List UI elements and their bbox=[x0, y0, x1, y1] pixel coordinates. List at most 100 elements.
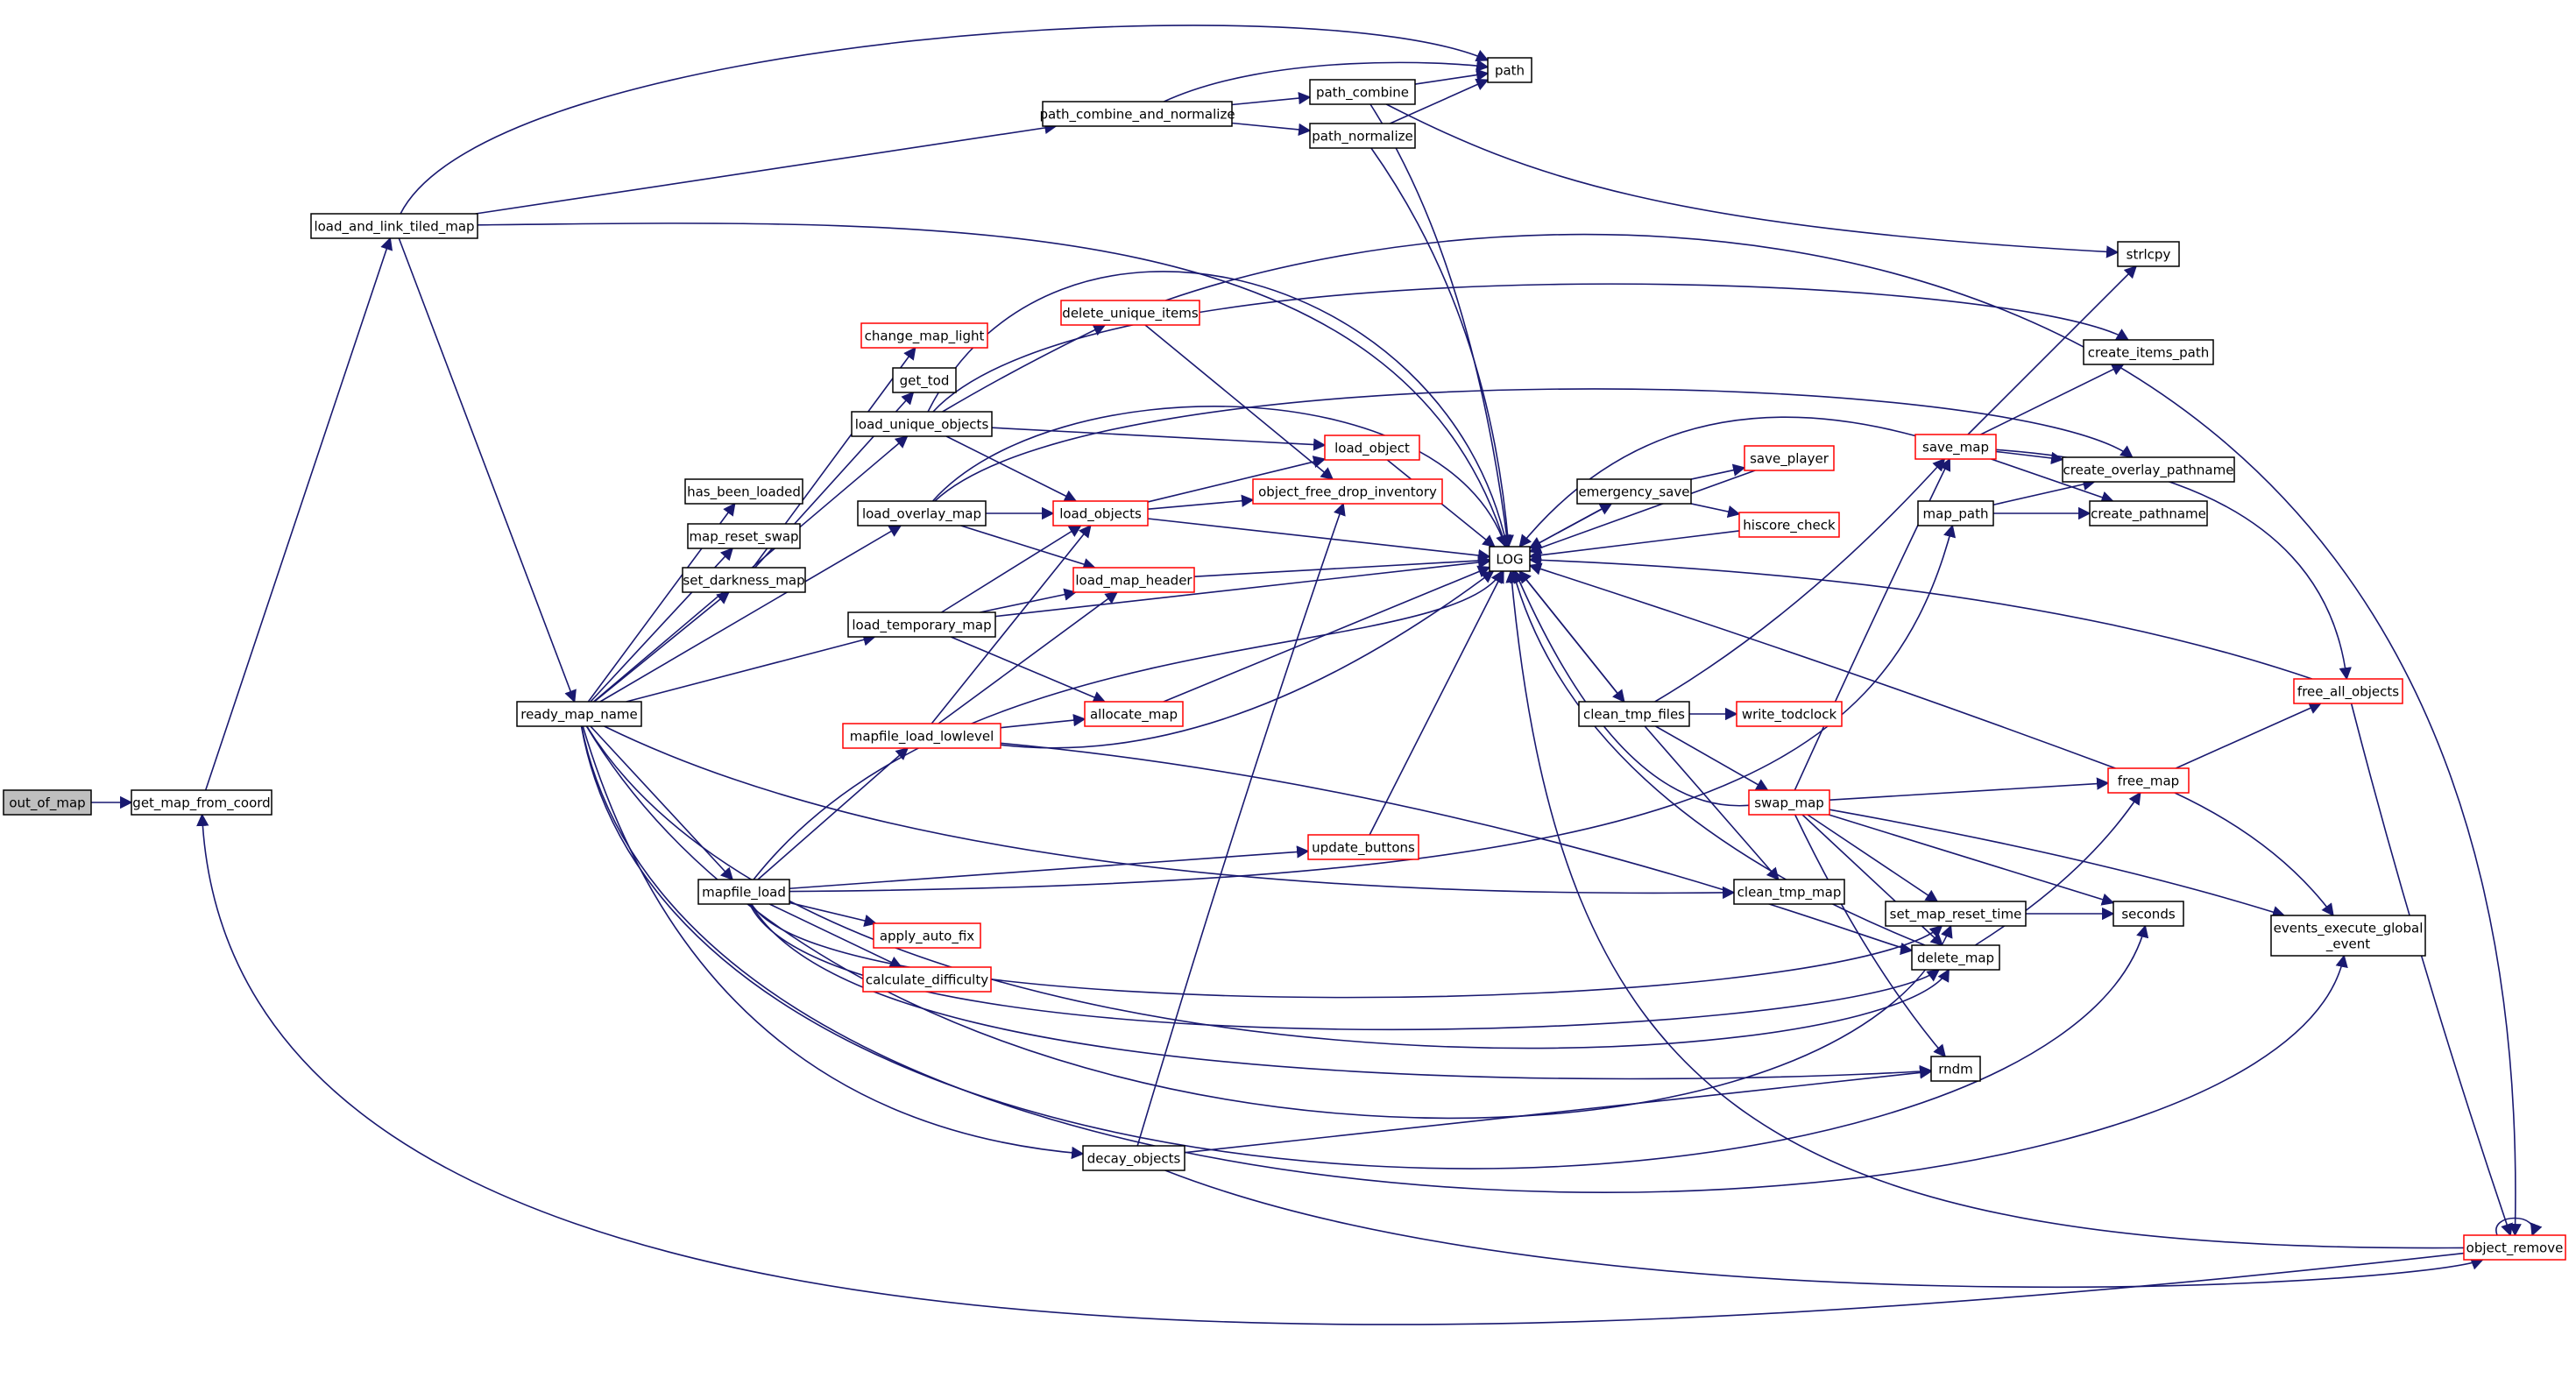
node-object_free_drop_inventory[interactable]: object_free_drop_inventory bbox=[1252, 478, 1443, 505]
node-get_tod[interactable]: get_tod bbox=[892, 367, 957, 393]
node-calculate_difficulty[interactable]: calculate_difficulty bbox=[862, 966, 992, 993]
node-label: map_reset_swap bbox=[689, 529, 798, 546]
edge-mapfile_load_lowlevel-to-allocate_map bbox=[1000, 713, 1086, 729]
edge-emergency_save-to-save_player bbox=[1690, 463, 1746, 480]
node-box bbox=[131, 789, 272, 816]
node-box bbox=[2463, 1234, 2566, 1261]
edge-free_map-to-free_all_objects bbox=[2175, 702, 2323, 769]
edge-free_map-to-LOG bbox=[1528, 562, 2116, 769]
node-create_pathname[interactable]: create_pathname bbox=[2089, 500, 2208, 526]
node-label: set_map_reset_time bbox=[1890, 907, 2022, 923]
node-box bbox=[2062, 456, 2235, 483]
node-map_path[interactable]: map_path bbox=[1917, 500, 1994, 526]
node-write_todclock[interactable]: write_todclock bbox=[1736, 701, 1843, 727]
node-load_map_header[interactable]: load_map_header bbox=[1072, 567, 1195, 593]
node-load_unique_objects[interactable]: load_unique_objects bbox=[851, 411, 993, 437]
node-apply_auto_fix[interactable]: apply_auto_fix bbox=[873, 922, 981, 949]
edge-swap_map-to-set_map_reset_time bbox=[1807, 814, 1939, 902]
node-set_map_reset_time[interactable]: set_map_reset_time bbox=[1885, 901, 2027, 927]
edge-object_remove-to-get_map_from_coord bbox=[196, 813, 2465, 1325]
edge-load_unique_objects-to-load_object bbox=[991, 427, 1327, 451]
edge-load_temporary_map-to-allocate_map bbox=[950, 636, 1107, 703]
node-load_overlay_map[interactable]: load_overlay_map bbox=[857, 500, 987, 526]
node-delete_map[interactable]: delete_map bbox=[1911, 944, 2000, 971]
edge-mapfile_load-to-rndm bbox=[750, 903, 1933, 1080]
edge-save_map-to-LOG bbox=[1518, 416, 1916, 548]
edge-load_temporary_map-to-load_objects bbox=[941, 525, 1082, 613]
node-load_temporary_map[interactable]: load_temporary_map bbox=[847, 611, 996, 638]
node-save_player[interactable]: save_player bbox=[1744, 445, 1835, 471]
node-load_objects[interactable]: load_objects bbox=[1052, 500, 1149, 526]
node-free_map[interactable]: free_map bbox=[2107, 767, 2190, 794]
node-clean_tmp_map[interactable]: clean_tmp_map bbox=[1733, 879, 1845, 905]
node-delete_unique_items[interactable]: delete_unique_items bbox=[1060, 300, 1200, 326]
node-path_normalize[interactable]: path_normalize bbox=[1309, 123, 1416, 149]
edge-load_unique_objects-to-create_items_path bbox=[932, 283, 2130, 413]
edge-load_overlay_map-to-load_map_header bbox=[960, 525, 1096, 570]
node-path_combine[interactable]: path_combine bbox=[1309, 79, 1416, 105]
node-allocate_map[interactable]: allocate_map bbox=[1084, 701, 1184, 727]
node-layer: out_of_map get_map_from_coord load_and_lin… bbox=[3, 57, 2566, 1261]
node-seconds[interactable]: seconds bbox=[2112, 901, 2184, 927]
node-label: path_combine_and_normalize bbox=[1039, 107, 1235, 124]
node-box bbox=[310, 213, 478, 239]
node-rndm[interactable]: rndm bbox=[1930, 1056, 1981, 1082]
node-events_execute_global_event[interactable]: events_execute_global_event bbox=[2270, 915, 2426, 957]
edge-load_objects-to-object_free_drop_inventory bbox=[1147, 494, 1255, 511]
node-load_and_link_tiled_map[interactable]: load_and_link_tiled_map bbox=[310, 213, 478, 239]
node-label: load_object bbox=[1334, 441, 1410, 457]
node-get_map_from_coord[interactable]: get_map_from_coord bbox=[131, 789, 272, 816]
edge-delete_unique_items-to-object_remove bbox=[1165, 233, 2522, 1237]
edge-path_combine-to-strlcpy bbox=[1385, 103, 2120, 258]
node-label: object_free_drop_inventory bbox=[1258, 484, 1437, 501]
node-out_of_map: out_of_map bbox=[3, 789, 92, 816]
node-create_items_path[interactable]: create_items_path bbox=[2083, 339, 2214, 365]
node-map_reset_swap[interactable]: map_reset_swap bbox=[687, 523, 801, 549]
node-label: load_unique_objects bbox=[855, 417, 989, 434]
edge-get_map_from_coord-to-load_and_link_tiled_map bbox=[204, 237, 393, 791]
node-change_map_light[interactable]: change_map_light bbox=[860, 322, 988, 349]
node-strlcpy[interactable]: strlcpy bbox=[2117, 241, 2180, 267]
node-path[interactable]: path bbox=[1487, 57, 1532, 83]
edge-ready_map_name-to-mapfile_load bbox=[590, 725, 734, 881]
node-box bbox=[687, 523, 801, 549]
edge-path_combine_and_normalize-to-path_normalize bbox=[1231, 122, 1312, 137]
node-label: create_overlay_pathname bbox=[2063, 463, 2234, 479]
node-mapfile_load[interactable]: mapfile_load bbox=[697, 879, 790, 905]
node-label: change_map_light bbox=[865, 329, 985, 345]
node-LOG[interactable]: LOG bbox=[1489, 546, 1531, 572]
edge-layer bbox=[91, 25, 2543, 1325]
node-free_all_objects[interactable]: free_all_objects bbox=[2293, 678, 2403, 704]
node-label: path_combine bbox=[1316, 85, 1409, 102]
node-set_darkness_map[interactable]: set_darkness_map bbox=[682, 567, 806, 593]
node-path_combine_and_normalize[interactable]: path_combine_and_normalize bbox=[1039, 101, 1235, 127]
node-box bbox=[1307, 834, 1419, 860]
node-has_been_loaded[interactable]: has_been_loaded bbox=[684, 478, 803, 505]
node-label: out_of_map bbox=[9, 795, 85, 812]
node-ready_map_name[interactable]: ready_map_name bbox=[516, 701, 642, 727]
edge-path_normalize-to-path bbox=[1390, 78, 1490, 124]
node-box bbox=[1052, 500, 1149, 526]
node-label: create_pathname bbox=[2091, 506, 2206, 523]
node-clean_tmp_files[interactable]: clean_tmp_files bbox=[1578, 701, 1690, 727]
node-label: delete_map bbox=[1917, 950, 1994, 967]
node-box bbox=[1738, 512, 1840, 538]
edge-clean_tmp_files-to-save_map bbox=[1654, 457, 1946, 703]
edge-save_map-to-create_pathname bbox=[1991, 458, 2114, 504]
node-emergency_save[interactable]: emergency_save bbox=[1576, 478, 1692, 505]
edge-ready_map_name-to-decay_objects bbox=[582, 725, 1085, 1160]
node-label: clean_tmp_map bbox=[1737, 885, 1842, 901]
node-label: write_todclock bbox=[1742, 707, 1837, 724]
node-load_object[interactable]: load_object bbox=[1324, 435, 1420, 461]
node-decay_objects[interactable]: decay_objects bbox=[1082, 1145, 1185, 1171]
node-create_overlay_pathname[interactable]: create_overlay_pathname bbox=[2062, 456, 2235, 483]
edge-load_map_header-to-LOG bbox=[1193, 554, 1491, 577]
node-mapfile_load_lowlevel[interactable]: mapfile_load_lowlevel bbox=[842, 723, 1001, 749]
node-hiscore_check[interactable]: hiscore_check bbox=[1738, 512, 1840, 538]
node-object_remove[interactable]: object_remove bbox=[2463, 1234, 2566, 1261]
node-update_buttons[interactable]: update_buttons bbox=[1307, 834, 1419, 860]
node-save_map[interactable]: save_map bbox=[1914, 434, 1997, 460]
node-swap_map[interactable]: swap_map bbox=[1748, 789, 1830, 816]
node-label: mapfile_load_lowlevel bbox=[850, 729, 994, 745]
node-box bbox=[3, 789, 92, 816]
